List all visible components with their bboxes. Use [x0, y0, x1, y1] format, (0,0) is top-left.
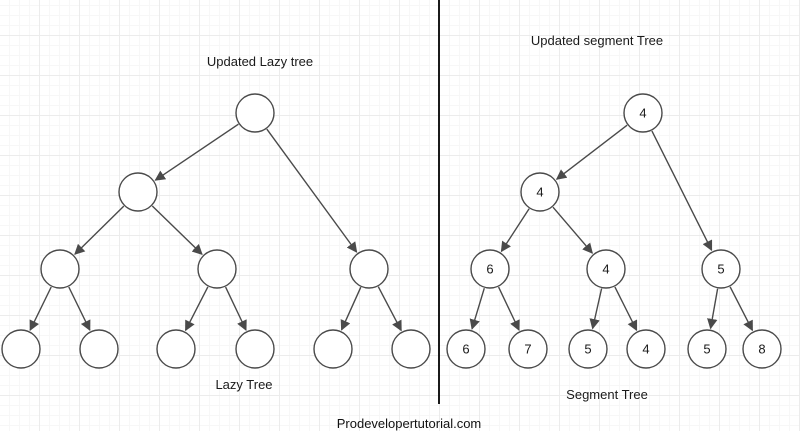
segment-node-RL	[687, 329, 727, 369]
segment-edge-L-LR	[552, 206, 593, 254]
segment-edge-LL-LLL	[469, 287, 485, 330]
segment-node-LR	[586, 249, 626, 289]
segment-tree-caption: Segment Tree	[566, 387, 648, 402]
segment-node-value-RL: 5	[703, 342, 710, 357]
segment-node-value-root: 4	[639, 106, 646, 121]
lazy-node-LLL	[1, 329, 41, 369]
lazy-tree-title: Updated Lazy tree	[206, 54, 314, 69]
lazy-edge-L-LL	[74, 205, 125, 255]
segment-edge-L-LL	[500, 208, 530, 253]
lazy-node-LL	[40, 249, 80, 289]
lazy-edge-LR-LRL	[184, 286, 209, 332]
segment-node-value-LRR: 4	[642, 342, 649, 357]
lazy-node-RL	[313, 329, 353, 369]
segment-edge-R-RL	[707, 288, 719, 330]
segment-edge-root-L	[555, 124, 628, 180]
segment-edge-LR-LRR	[614, 286, 638, 332]
segment-node-LL	[470, 249, 510, 289]
segment-node-value-LR: 4	[602, 262, 609, 277]
segment-node-value-R: 5	[717, 262, 724, 277]
lazy-node-LRL	[156, 329, 196, 369]
segment-node-value-LL: 6	[486, 262, 493, 277]
segment-edge-R-RR	[729, 286, 754, 332]
lazy-edge-root-R	[266, 128, 358, 253]
lazy-edge-R-RR	[377, 286, 402, 332]
lazy-edge-R-RL	[340, 286, 362, 331]
lazy-node-RR	[391, 329, 431, 369]
segment-node-LLR	[508, 329, 548, 369]
segment-node-LLL	[446, 329, 486, 369]
segment-edge-LL-LLR	[497, 286, 520, 331]
panel-divider-line	[438, 0, 440, 404]
segment-edge-root-R	[651, 130, 713, 252]
lazy-edge-L-LR	[151, 205, 203, 256]
segment-node-value-LLL: 6	[462, 342, 469, 357]
lazy-node-LLR	[79, 329, 119, 369]
segment-tree-title: Updated segment Tree	[530, 33, 664, 48]
watermark-text: Prodevelopertutorial.com	[336, 416, 482, 431]
segment-node-value-L: 4	[536, 185, 543, 200]
segment-node-R	[701, 249, 741, 289]
segment-node-L	[520, 172, 560, 212]
lazy-node-root	[235, 93, 275, 133]
lazy-edge-root-L	[154, 123, 239, 181]
lazy-edge-LL-LLR	[68, 286, 91, 332]
segment-node-value-RR: 8	[758, 342, 765, 357]
lazy-node-LR	[197, 249, 237, 289]
lazy-edge-LR-LRR	[224, 286, 247, 331]
segment-node-value-LRL: 5	[584, 342, 591, 357]
lazy-node-LRR	[235, 329, 275, 369]
lazy-node-R	[349, 249, 389, 289]
segment-node-value-LLR: 7	[524, 342, 531, 357]
lazy-edge-LL-LLL	[29, 286, 52, 332]
segment-node-LRR	[626, 329, 666, 369]
segment-node-LRL	[568, 329, 608, 369]
lazy-node-L	[118, 172, 158, 212]
lazy-tree-caption: Lazy Tree	[215, 377, 273, 392]
segment-edge-LR-LRL	[589, 288, 603, 330]
segment-node-root	[623, 93, 663, 133]
segment-node-RR	[742, 329, 782, 369]
